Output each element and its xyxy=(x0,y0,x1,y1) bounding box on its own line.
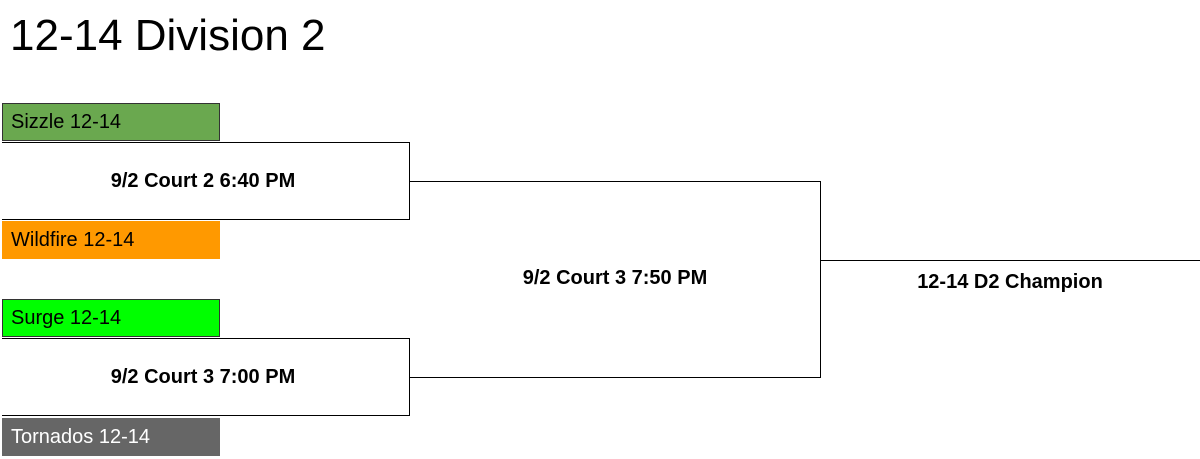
semifinal-bottom-label: 9/2 Court 3 7:00 PM xyxy=(110,365,296,388)
team-slot-wildfire: Wildfire 12-14 xyxy=(2,221,220,259)
team-slot-sizzle: Sizzle 12-14 xyxy=(2,103,220,141)
semifinal-top-match: 9/2 Court 2 6:40 PM xyxy=(2,142,410,220)
team-slot-surge: Surge 12-14 xyxy=(2,299,220,337)
bracket-title: 12-14 Division 2 xyxy=(10,11,326,60)
team-slot-tornados: Tornados 12-14 xyxy=(2,418,220,456)
semifinal-bottom-match: 9/2 Court 3 7:00 PM xyxy=(2,338,410,416)
champion-line xyxy=(820,260,1200,261)
champion-label: 12-14 D2 Champion xyxy=(917,271,1103,293)
final-connector-vertical xyxy=(820,181,821,378)
semifinal-top-label: 9/2 Court 2 6:40 PM xyxy=(110,169,296,192)
final-match-label: 9/2 Court 3 7:50 PM xyxy=(522,267,708,289)
final-connector-top xyxy=(410,181,821,182)
final-connector-bottom xyxy=(410,377,821,378)
